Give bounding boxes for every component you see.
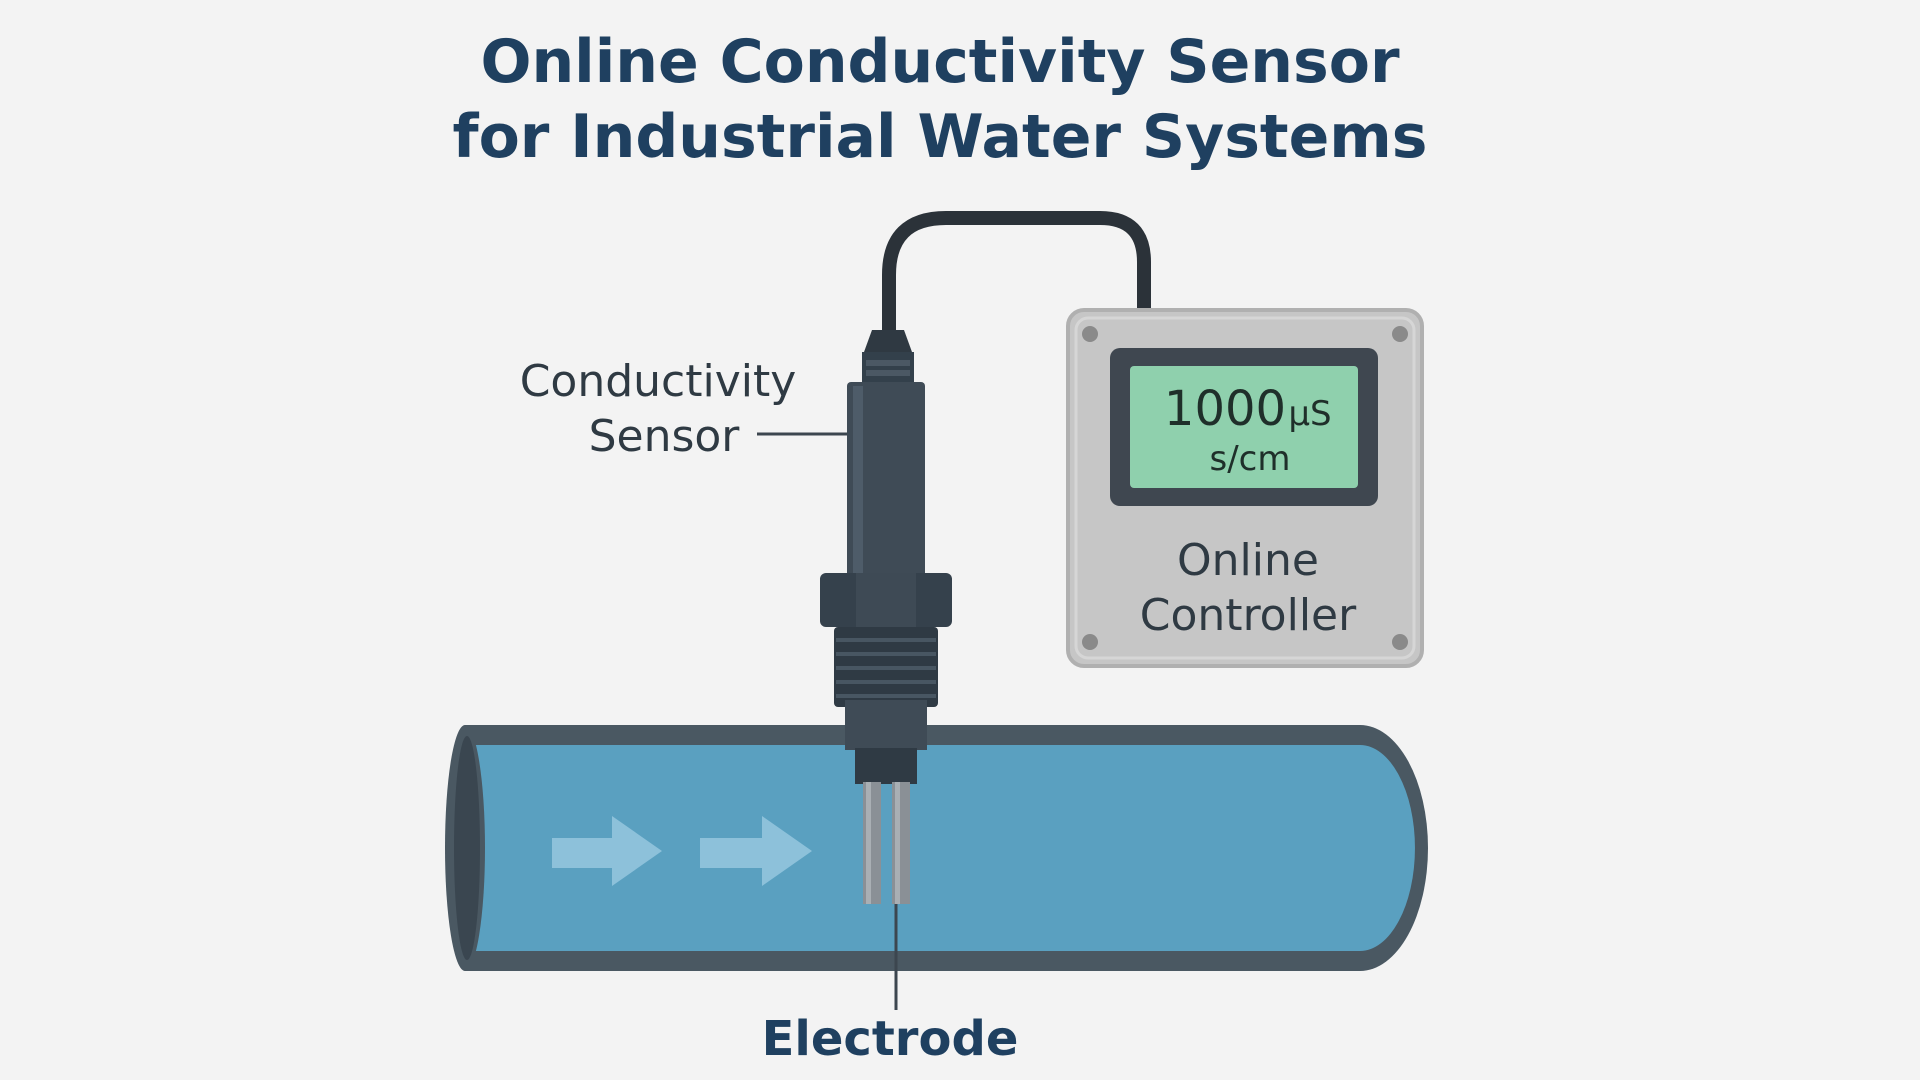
sensor-body-highlight	[853, 386, 863, 574]
display-value: 1000	[1164, 381, 1286, 437]
sensor-cap	[862, 352, 914, 382]
arrow-right-icon	[552, 816, 812, 886]
electrode-pin-1-highlight	[866, 782, 871, 904]
sensor-cap-ridge-2	[866, 370, 910, 376]
electrode-pin-2	[892, 782, 910, 904]
sensor-cap-ridge	[866, 360, 910, 366]
display-screen	[1130, 366, 1358, 488]
conductivity-sensor	[820, 330, 952, 784]
online-controller: 1000 µS s/cm Online Controller	[1066, 308, 1424, 668]
flow-arrow-1	[552, 816, 662, 886]
controller-housing-bevel	[1074, 316, 1416, 660]
title-line-2: for Industrial Water Systems	[452, 102, 1427, 172]
pipe	[445, 725, 1428, 971]
screw-bottom-right	[1392, 634, 1408, 650]
display-unit-part-2: s/cm	[1210, 439, 1291, 479]
electrode-pin-2-highlight	[895, 782, 900, 904]
sensor-tip-holder	[855, 748, 917, 784]
sensor-cap-top	[864, 330, 912, 352]
electrode-label: Electrode	[762, 1011, 1019, 1067]
sensor-hex-nut-face	[856, 573, 916, 627]
sensor-cable	[882, 211, 1151, 337]
sensor-label-line-1: Conductivity	[520, 356, 797, 407]
electrode-pin-1	[863, 782, 881, 904]
controller-label-line-2: Controller	[1140, 590, 1357, 641]
electrode-pins	[863, 782, 910, 904]
display-unit-part-1: µS	[1288, 394, 1331, 434]
controller-label-line-1: Online	[1177, 535, 1319, 586]
sensor-neck	[845, 700, 927, 750]
screw-top-right	[1392, 326, 1408, 342]
screw-top-left	[1082, 326, 1098, 342]
pipe-opening	[454, 736, 480, 960]
screw-bottom-left	[1082, 634, 1098, 650]
title-line-1: Online Conductivity Sensor	[480, 27, 1400, 97]
sensor-body	[847, 382, 925, 577]
flow-arrow-2	[700, 816, 812, 886]
thread-lines	[836, 638, 936, 698]
sensor-label-line-2: Sensor	[589, 411, 741, 462]
pipe-water	[465, 745, 1415, 951]
